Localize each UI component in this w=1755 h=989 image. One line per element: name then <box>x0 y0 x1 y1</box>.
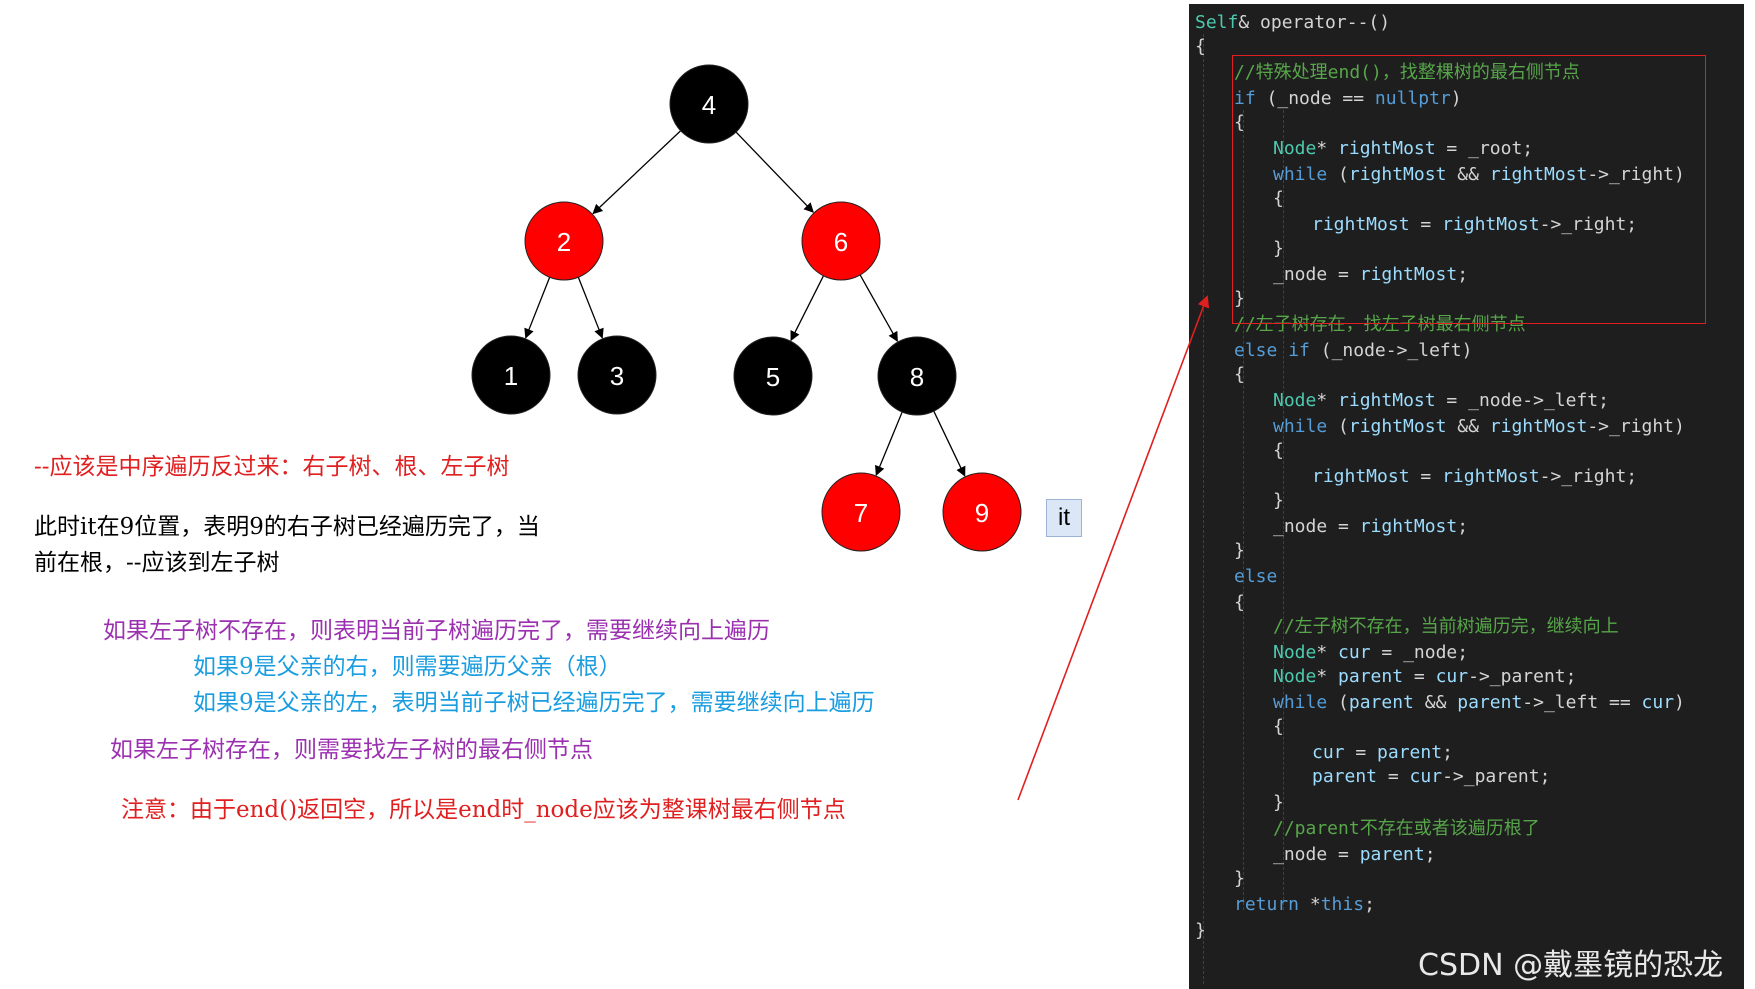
code-line: return *this; <box>1234 894 1375 915</box>
watermark: CSDN @戴墨镜的恐龙 <box>1418 948 1724 983</box>
code-line: //左子树存在，找左子树最右侧节点 <box>1234 314 1526 335</box>
node-label-6: 6 <box>834 227 848 257</box>
code-line: } <box>1234 868 1245 889</box>
code-line: { <box>1234 592 1245 613</box>
code-line: { <box>1234 364 1245 385</box>
state-note-line2: 前在根，--应该到左子树 <box>34 550 280 576</box>
code-line: } <box>1195 920 1206 941</box>
end-case-highlight-box <box>1232 55 1706 324</box>
node-circle-2 <box>524 201 604 281</box>
code-line: Self& operator--() <box>1195 12 1391 33</box>
node-circle-3 <box>577 335 657 415</box>
code-line: else if (_node->_left) <box>1234 340 1473 361</box>
indent-guide <box>1283 110 1284 910</box>
left-child-case-note: 如果9是父亲的左，表明当前子树已经遍历完了，需要继续向上遍历 <box>193 690 875 716</box>
code-line: parent = cur->_parent; <box>1312 766 1551 787</box>
edge-2-3 <box>577 277 604 339</box>
code-line: } <box>1273 490 1284 511</box>
code-line: cur = parent; <box>1312 742 1453 763</box>
code-line: while (rightMost && rightMost->_right) <box>1273 416 1685 437</box>
iterator-tag: it <box>1046 499 1082 537</box>
code-line: Node* parent = cur->_parent; <box>1273 666 1577 687</box>
code-line: else <box>1234 566 1278 587</box>
code-panel: Self& operator--() { //特殊处理end()，找整棵树的最右侧节… <box>1189 4 1744 989</box>
code-line: { <box>1234 112 1245 133</box>
code-line: } <box>1234 288 1245 309</box>
code-line: } <box>1273 792 1284 813</box>
code-line: { <box>1273 716 1284 737</box>
code-line: Node* cur = _node; <box>1273 642 1469 663</box>
left-missing-note: 如果左子树不存在，则表明当前子树遍历完了，需要继续向上遍历 <box>103 618 770 644</box>
node-label-8: 8 <box>910 362 924 392</box>
code-line: } <box>1273 238 1284 259</box>
code-line: //左子树不存在，当前树遍历完，继续向上 <box>1273 616 1619 637</box>
red-black-tree-diagram: 4 2 6 1 3 5 8 7 9 <box>471 64 1022 552</box>
edge-8-7 <box>875 411 903 476</box>
code-line: _node = rightMost; <box>1273 516 1469 537</box>
code-line: if (_node == nullptr) <box>1234 88 1462 109</box>
node-label-1: 1 <box>504 361 518 391</box>
node-label-7: 7 <box>854 498 868 528</box>
code-line: _node = rightMost; <box>1273 264 1469 285</box>
code-line: { <box>1195 36 1206 57</box>
edge-2-1 <box>524 277 551 339</box>
node-label-9: 9 <box>975 498 989 528</box>
code-line: Node* rightMost = _root; <box>1273 138 1534 159</box>
tree-node-1: 1 <box>471 335 551 415</box>
code-line: rightMost = rightMost->_right; <box>1312 466 1638 487</box>
code-line: while (parent && parent->_left == cur) <box>1273 692 1685 713</box>
node-circle-8 <box>877 336 957 416</box>
tree-node-6: 6 <box>801 201 881 281</box>
edge-4-6 <box>735 131 814 213</box>
left-exists-note: 如果左子树存在，则需要找左子树的最右侧节点 <box>110 737 593 763</box>
reverse-inorder-note: --应该是中序遍历反过来：右子树、根、左子树 <box>34 454 510 480</box>
code-line: _node = parent; <box>1273 844 1436 865</box>
state-note-line1: 此时it在9位置，表明9的右子树已经遍历完了，当 <box>34 514 540 540</box>
tree-node-5: 5 <box>733 336 813 416</box>
node-circle-6 <box>801 201 881 281</box>
node-label-4: 4 <box>702 90 716 120</box>
node-label-5: 5 <box>766 362 780 392</box>
code-line: Node* rightMost = _node->_left; <box>1273 390 1609 411</box>
tree-node-9: 9 <box>942 472 1022 552</box>
edge-4-2 <box>592 130 682 215</box>
edge-8-9 <box>933 410 966 477</box>
code-line: } <box>1234 540 1245 561</box>
node-label-2: 2 <box>557 227 571 257</box>
tree-node-2: 2 <box>524 201 604 281</box>
right-child-case-note: 如果9是父亲的右，则需要遍历父亲（根） <box>193 654 622 680</box>
node-circle-4 <box>669 64 749 144</box>
tree-node-3: 3 <box>577 335 657 415</box>
edge-6-5 <box>790 275 825 342</box>
edge-6-8 <box>859 274 898 343</box>
caution-note: 注意：由于end()返回空，所以是end时_node应该为整课树最右侧节点 <box>121 797 846 823</box>
node-circle-5 <box>733 336 813 416</box>
code-line: { <box>1273 188 1284 209</box>
tree-node-8: 8 <box>877 336 957 416</box>
code-line: while (rightMost && rightMost->_right) <box>1273 164 1685 185</box>
code-line: //特殊处理end()，找整棵树的最右侧节点 <box>1234 62 1580 83</box>
indent-guide <box>1203 34 1204 984</box>
tree-node-4: 4 <box>669 64 749 144</box>
code-line: rightMost = rightMost->_right; <box>1312 214 1638 235</box>
indent-guide <box>1243 110 1244 910</box>
node-circle-7 <box>821 472 901 552</box>
node-label-3: 3 <box>610 361 624 391</box>
code-line: { <box>1273 440 1284 461</box>
code-line: //parent不存在或者该遍历根了 <box>1273 818 1540 839</box>
tree-node-7: 7 <box>821 472 901 552</box>
node-circle-1 <box>471 335 551 415</box>
